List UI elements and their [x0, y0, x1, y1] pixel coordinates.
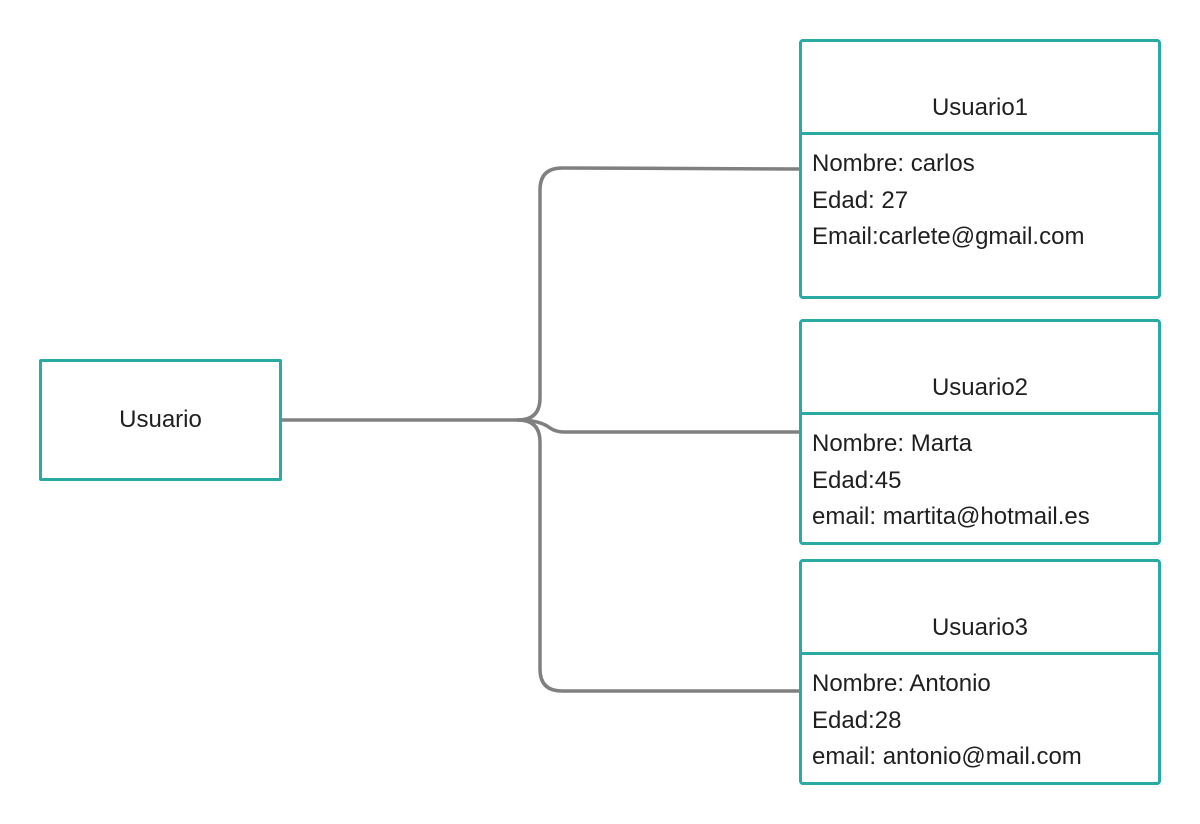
- field-edad: Edad: 27: [812, 186, 909, 214]
- user-card-usuario3[interactable]: Usuario3 Nombre: Antonio Edad:28 email: …: [799, 559, 1161, 785]
- card-header: Usuario3: [802, 562, 1158, 655]
- card-body: Nombre: Marta Edad:45 email: martita@hot…: [802, 415, 1158, 536]
- card-body: Nombre: Antonio Edad:28 email: antonio@m…: [802, 655, 1158, 776]
- field-email: email: martita@hotmail.es: [812, 503, 1090, 530]
- user-card-usuario2[interactable]: Usuario2 Nombre: Marta Edad:45 email: ma…: [799, 319, 1161, 545]
- card-title: Usuario3: [931, 614, 1029, 641]
- card-header: Usuario1: [802, 42, 1158, 135]
- connector-to-usuario2: [516, 418, 801, 434]
- field-edad: Edad:45: [812, 466, 902, 494]
- card-body: Nombre: carlos Edad: 27 Email:carlete@gm…: [802, 135, 1158, 256]
- card-header: Usuario2: [802, 322, 1158, 415]
- card-title: Usuario2: [931, 374, 1029, 401]
- root-node-usuario[interactable]: Usuario: [39, 359, 282, 481]
- card-title: Usuario1: [931, 94, 1029, 121]
- field-edad: Edad:28: [812, 706, 902, 734]
- field-email: Email:carlete@gmail.com: [812, 223, 1085, 250]
- field-nombre: Nombre: Antonio: [812, 670, 991, 697]
- field-nombre: Nombre: Marta: [812, 430, 973, 457]
- connector-to-usuario3: [516, 418, 801, 693]
- field-nombre: Nombre: carlos: [812, 150, 975, 177]
- field-email: email: antonio@mail.com: [812, 743, 1082, 770]
- user-card-usuario1[interactable]: Usuario1 Nombre: carlos Edad: 27 Email:c…: [799, 39, 1161, 299]
- connector-to-usuario1: [516, 166, 801, 422]
- root-node-label: Usuario: [119, 406, 202, 433]
